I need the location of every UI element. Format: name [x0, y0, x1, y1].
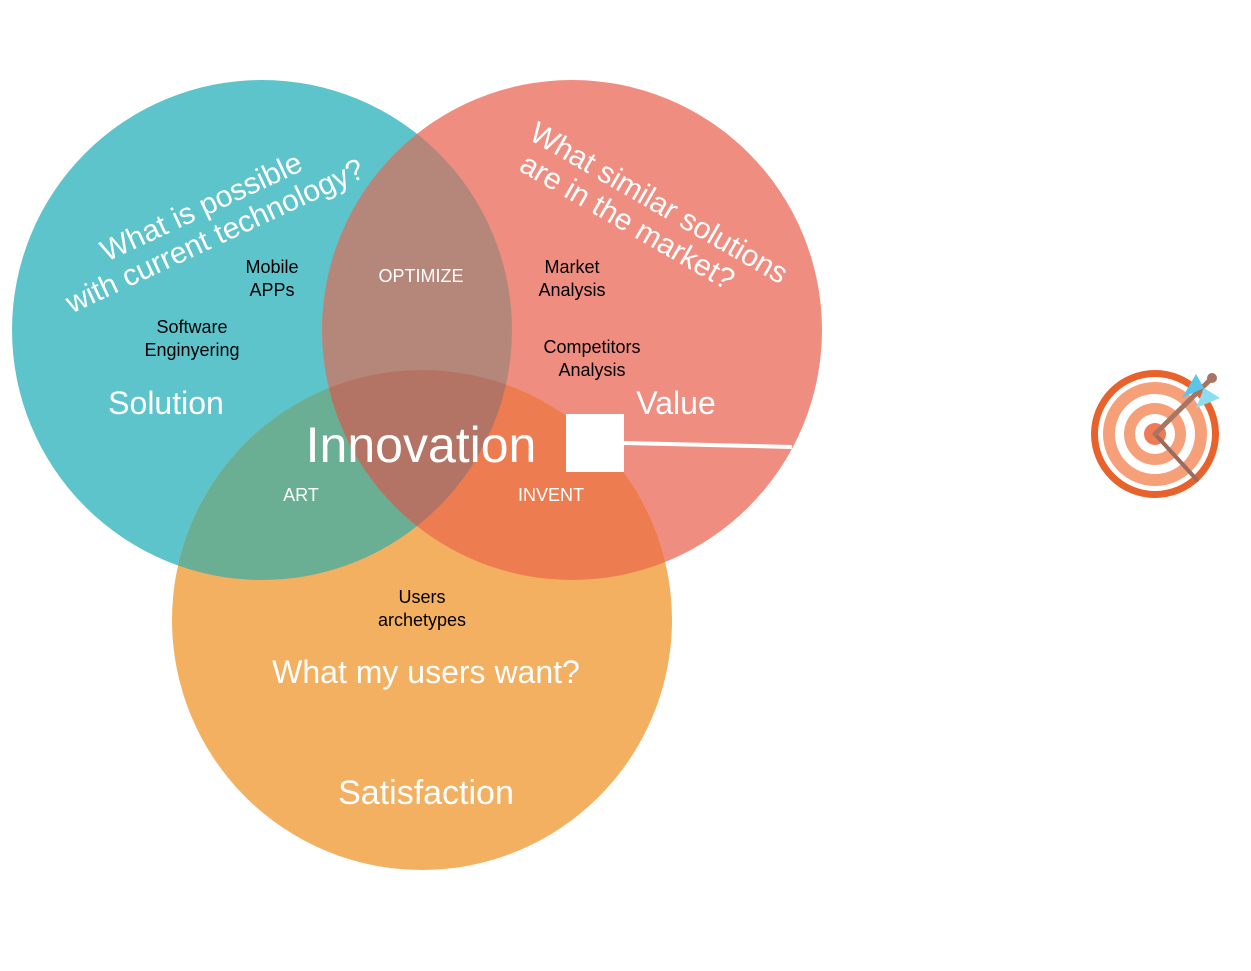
satisfaction-question: What my users want?: [272, 654, 580, 690]
optimize-label: OPTIMIZE: [379, 266, 464, 286]
connector-line: [623, 441, 793, 449]
value-item2-line2: Analysis: [558, 360, 625, 380]
value-item1-line2: Analysis: [538, 280, 605, 300]
art-overlap: [172, 370, 512, 580]
value-item2-line1: Competitors: [543, 337, 640, 357]
connector-square: [566, 414, 624, 472]
value-item1-line1: Market: [544, 257, 599, 277]
invent-overlap: [322, 370, 672, 580]
target-with-arrow-icon: [1091, 370, 1220, 498]
satisfaction-title: Satisfaction: [338, 774, 514, 812]
art-label: ART: [283, 485, 319, 505]
solution-item1-line2: APPs: [249, 280, 294, 300]
solution-title: Solution: [108, 385, 224, 421]
invent-label: INVENT: [518, 485, 584, 505]
solution-item2-line1: Software: [156, 317, 227, 337]
innovation-label: Innovation: [306, 417, 537, 473]
solution-item1-line1: Mobile: [245, 257, 298, 277]
value-title: Value: [636, 385, 715, 421]
solution-item2-line2: Enginyering: [144, 340, 239, 360]
satisfaction-item1-line1: Users: [398, 587, 445, 607]
satisfaction-item1-line2: archetypes: [378, 610, 466, 630]
